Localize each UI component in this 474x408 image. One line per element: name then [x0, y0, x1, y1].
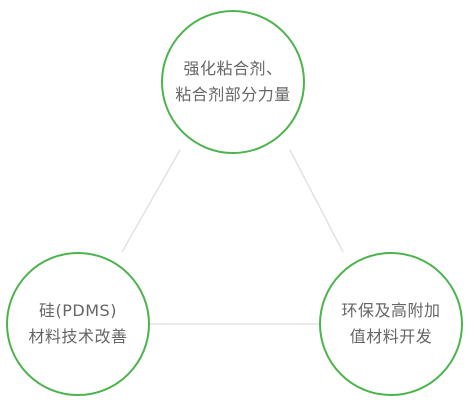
node-adhesive-strengthening: 强化粘合剂、 粘合剂部分力量: [161, 10, 305, 154]
node-silicone-pdms: 硅(PDMS) 材料技术改善: [6, 252, 150, 396]
node-left-line1: 硅(PDMS): [39, 301, 117, 320]
node-eco-materials: 环保及高附加 值材料开发: [319, 252, 463, 396]
node-right-line1: 环保及高附加: [341, 301, 441, 320]
node-right-line2: 值材料开发: [349, 327, 433, 346]
connector-top-left: [121, 149, 181, 253]
node-left-line2: 材料技术改善: [28, 327, 128, 346]
node-top-line1: 强化粘合剂、: [183, 59, 283, 78]
connector-top-right: [289, 149, 344, 253]
node-top-line2: 粘合剂部分力量: [175, 85, 291, 104]
